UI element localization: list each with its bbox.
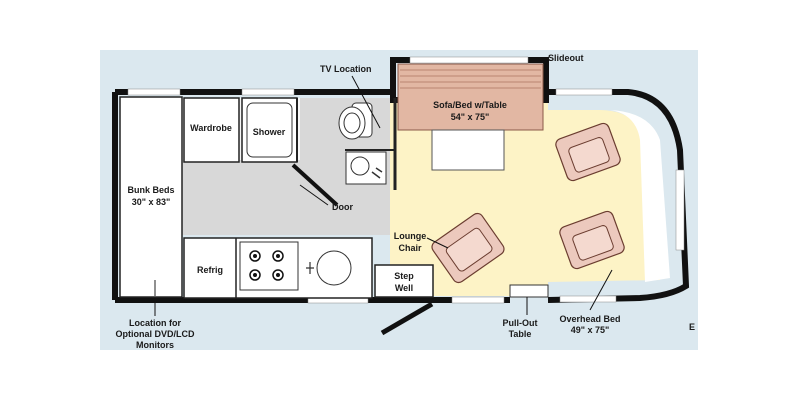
- slideout-label: Slideout: [548, 53, 584, 63]
- overhead-bed-label-line2: 49" x 75": [571, 325, 610, 335]
- bunk-beds-label-line2: 30" x 83": [132, 197, 171, 207]
- stove-burner-icon: [239, 241, 299, 291]
- dinette-table: [431, 129, 505, 171]
- toilet-icon: [338, 102, 373, 140]
- dvd-location-label-line2: Optional DVD/LCD: [116, 329, 195, 339]
- shower-label: Shower: [253, 127, 286, 137]
- cab-floor: [610, 110, 670, 282]
- shower: [241, 97, 298, 163]
- overhead-bed-label-line1: Overhead Bed: [559, 314, 620, 324]
- bath-door: [291, 163, 339, 207]
- entry-door: [380, 301, 434, 336]
- window-front: [675, 169, 685, 251]
- refrig-label: Refrig: [197, 265, 223, 275]
- lounge-chair-icon: [431, 212, 505, 284]
- door-label: Door: [332, 202, 353, 212]
- sofa-cushion-lines: [400, 69, 541, 89]
- sink-icon: [345, 151, 387, 185]
- slideout-window: [409, 56, 529, 64]
- window-top-3: [555, 88, 613, 96]
- step-well: [374, 264, 434, 298]
- step-well-label-line2: Well: [395, 283, 413, 293]
- step-well-label-line1: Step: [394, 271, 414, 281]
- kitchen-sink-icon: [306, 250, 352, 286]
- corner-mark-label: E: [689, 322, 695, 332]
- dvd-location-label-line3: Monitors: [136, 340, 174, 350]
- pull-out-table: [509, 284, 549, 298]
- sofa-bed: [397, 63, 544, 131]
- tv-location-label: TV Location: [320, 64, 372, 74]
- pull-out-table-label-line1: Pull-Out: [503, 318, 538, 328]
- leader-lines: [154, 59, 613, 316]
- window-top-2: [241, 88, 295, 96]
- dvd-location-label-line1: Location for: [129, 318, 181, 328]
- pull-out-table-label-line2: Table: [509, 329, 532, 339]
- cab-seat-icon: [559, 210, 625, 270]
- cab-seat-icon: [555, 122, 621, 182]
- sofa-label-line2: 54" x 75": [451, 112, 490, 122]
- bunk-beds: [119, 96, 183, 298]
- window-bottom-3: [559, 295, 617, 303]
- window-rear-top: [127, 88, 181, 96]
- window-bottom-2: [451, 296, 505, 304]
- sofa-label-line1: Sofa/Bed w/Table: [433, 100, 507, 110]
- wardrobe: [183, 97, 240, 163]
- lounge-chair-label-line2: Chair: [398, 243, 422, 253]
- lounge-chair-label-line1: Lounge: [394, 231, 427, 241]
- bunk-beds-label-line1: Bunk Beds: [127, 185, 174, 195]
- shower-pan: [246, 102, 293, 158]
- wardrobe-label: Wardrobe: [190, 123, 232, 133]
